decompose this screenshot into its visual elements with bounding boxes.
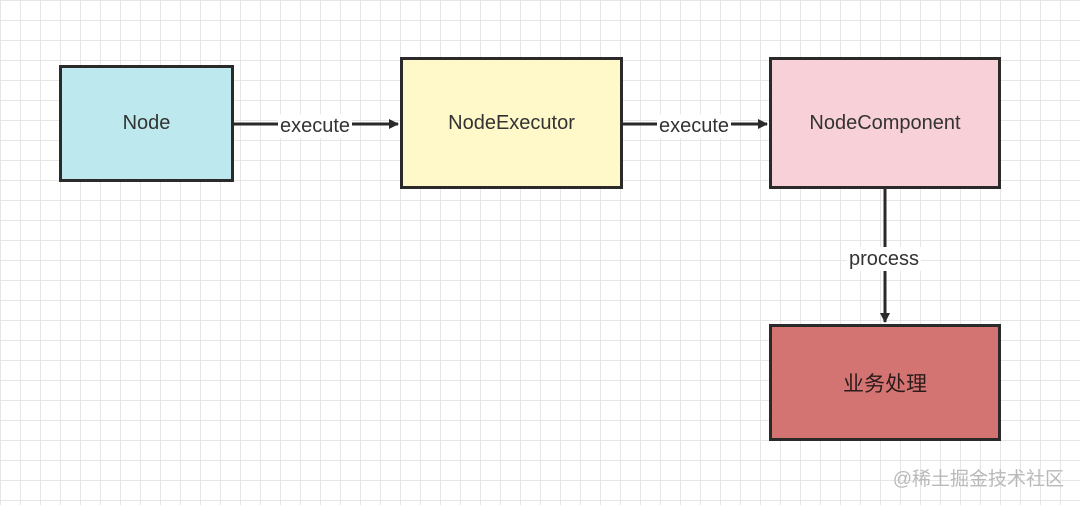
- node-box-component[interactable]: NodeComponent: [769, 57, 1001, 189]
- node-box-business[interactable]: 业务处理: [769, 324, 1001, 441]
- watermark-text: @稀土掘金技术社区: [892, 469, 1064, 490]
- edge-label-execute-2: execute: [657, 114, 732, 138]
- node-box-executor[interactable]: NodeExecutor: [400, 57, 623, 189]
- edge-label-execute-1: execute: [278, 114, 353, 138]
- edge-label-process: process: [847, 247, 922, 271]
- node-box-node[interactable]: Node: [59, 65, 234, 182]
